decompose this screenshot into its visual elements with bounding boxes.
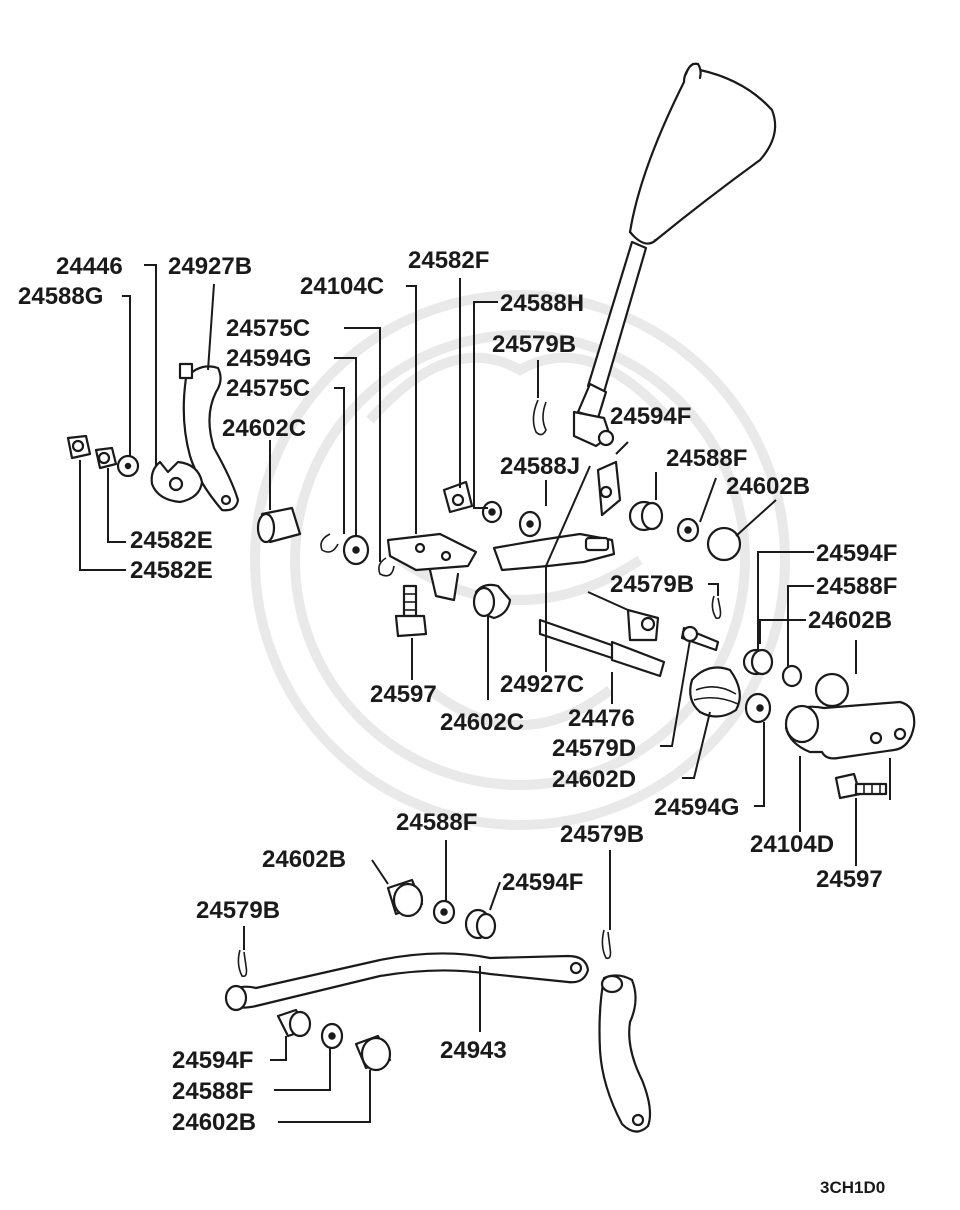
label-24597-b: 24597 — [816, 866, 883, 893]
label-24943: 24943 — [440, 1037, 507, 1064]
label-24594F-b: 24594F — [816, 540, 897, 567]
clip-pin-center — [711, 595, 722, 620]
boot-24602D — [689, 666, 741, 718]
label-24602B-d: 24602B — [172, 1109, 256, 1136]
clip-pin-lower-left — [237, 949, 248, 978]
washer-24588J — [518, 510, 542, 538]
label-24588H: 24588H — [500, 290, 584, 317]
label-24575C-b: 24575C — [226, 375, 310, 402]
bushing-24594F-right — [742, 648, 774, 676]
bushing-24594F-bottom — [276, 1008, 312, 1038]
bushing-24602B-upper — [706, 526, 742, 562]
shaft-24476 — [538, 608, 666, 678]
nut-24582E-a — [94, 446, 118, 470]
pin-24579D — [680, 625, 720, 652]
label-24602C-a: 24602C — [222, 415, 306, 442]
bushing-24602C-upper — [256, 506, 302, 544]
label-24579B-a: 24579B — [492, 331, 576, 358]
label-24582E-b: 24582E — [130, 557, 213, 584]
shift-lever-assembly — [572, 62, 777, 517]
label-24594G-a: 24594G — [226, 345, 311, 372]
label-24588F-a: 24588F — [666, 445, 747, 472]
lever-lower — [598, 974, 652, 1133]
bolt-24597-right — [834, 772, 888, 800]
callout-labels: 24446 24927B 24588G 24104C 24582F 24588H… — [18, 247, 897, 1197]
bushing-24594F-lower — [464, 908, 497, 940]
ring-24575C-a — [320, 533, 339, 553]
label-24597-a: 24597 — [370, 681, 437, 708]
label-24476: 24476 — [568, 705, 635, 732]
label-24104D: 24104D — [750, 831, 834, 858]
washer-24588H — [481, 500, 503, 524]
washer-24588F-upper — [676, 517, 700, 543]
label-24579B-c: 24579B — [560, 821, 644, 848]
label-24588F-b: 24588F — [816, 573, 897, 600]
bushing-24594G-right — [744, 692, 772, 724]
label-24594F-a: 24594F — [610, 403, 691, 430]
label-24588G: 24588G — [18, 283, 103, 310]
washer-24588G — [116, 454, 140, 478]
bracket-24104C — [386, 532, 478, 602]
washer-24588F-right — [781, 664, 803, 688]
bushing-24602C-center — [472, 583, 512, 620]
disc-24446 — [150, 460, 204, 504]
label-24602D: 24602D — [552, 766, 636, 793]
label-24446: 24446 — [56, 253, 123, 280]
label-24582F: 24582F — [408, 247, 489, 274]
nut-24582F — [442, 480, 474, 514]
label-24927C: 24927C — [500, 671, 584, 698]
bushing-24602B-lower — [386, 878, 424, 918]
label-24579D: 24579D — [552, 735, 636, 762]
diagram-code: 3CH1D0 — [820, 1178, 885, 1197]
washer-24588F-lower — [432, 899, 456, 925]
ring-24575C-b — [378, 557, 395, 577]
nut-24582E-b — [66, 434, 92, 460]
bushing-24602B-right — [814, 672, 850, 708]
label-24602B-c: 24602B — [262, 846, 346, 873]
leader-lines — [79, 264, 891, 1123]
label-24602C-b: 24602C — [440, 709, 524, 736]
label-24602B-a: 24602B — [726, 473, 810, 500]
label-24588F-d: 24588F — [172, 1078, 253, 1105]
label-24582E-a: 24582E — [130, 527, 213, 554]
washer-24588F-bottom — [320, 1022, 344, 1050]
bolt-24597-upper — [394, 584, 428, 638]
label-24579B-d: 24579B — [196, 897, 280, 924]
label-24579B-b: 24579B — [610, 571, 694, 598]
label-24927B: 24927B — [168, 253, 252, 280]
lever-24927B — [178, 362, 240, 512]
label-24575C-a: 24575C — [226, 315, 310, 342]
bushing-24602B-bottom — [354, 1034, 392, 1072]
watermark-emblem — [250, 290, 790, 830]
bushing-24594F-upper — [628, 500, 664, 532]
label-24594F-c: 24594F — [502, 869, 583, 896]
label-24104C: 24104C — [300, 273, 384, 300]
bracket-24104D — [784, 700, 916, 760]
label-24602B-b: 24602B — [808, 607, 892, 634]
bushing-24594G-upper — [342, 534, 370, 566]
label-24594F-d: 24594F — [172, 1047, 253, 1074]
clip-pin-lower-right — [601, 929, 612, 960]
rod-24943 — [224, 952, 590, 1012]
label-24588F-c: 24588F — [396, 809, 477, 836]
clip-pin-upper — [532, 399, 547, 436]
arm-24927C — [492, 532, 616, 572]
label-24588J: 24588J — [500, 453, 580, 480]
label-24594G-b: 24594G — [654, 794, 739, 821]
